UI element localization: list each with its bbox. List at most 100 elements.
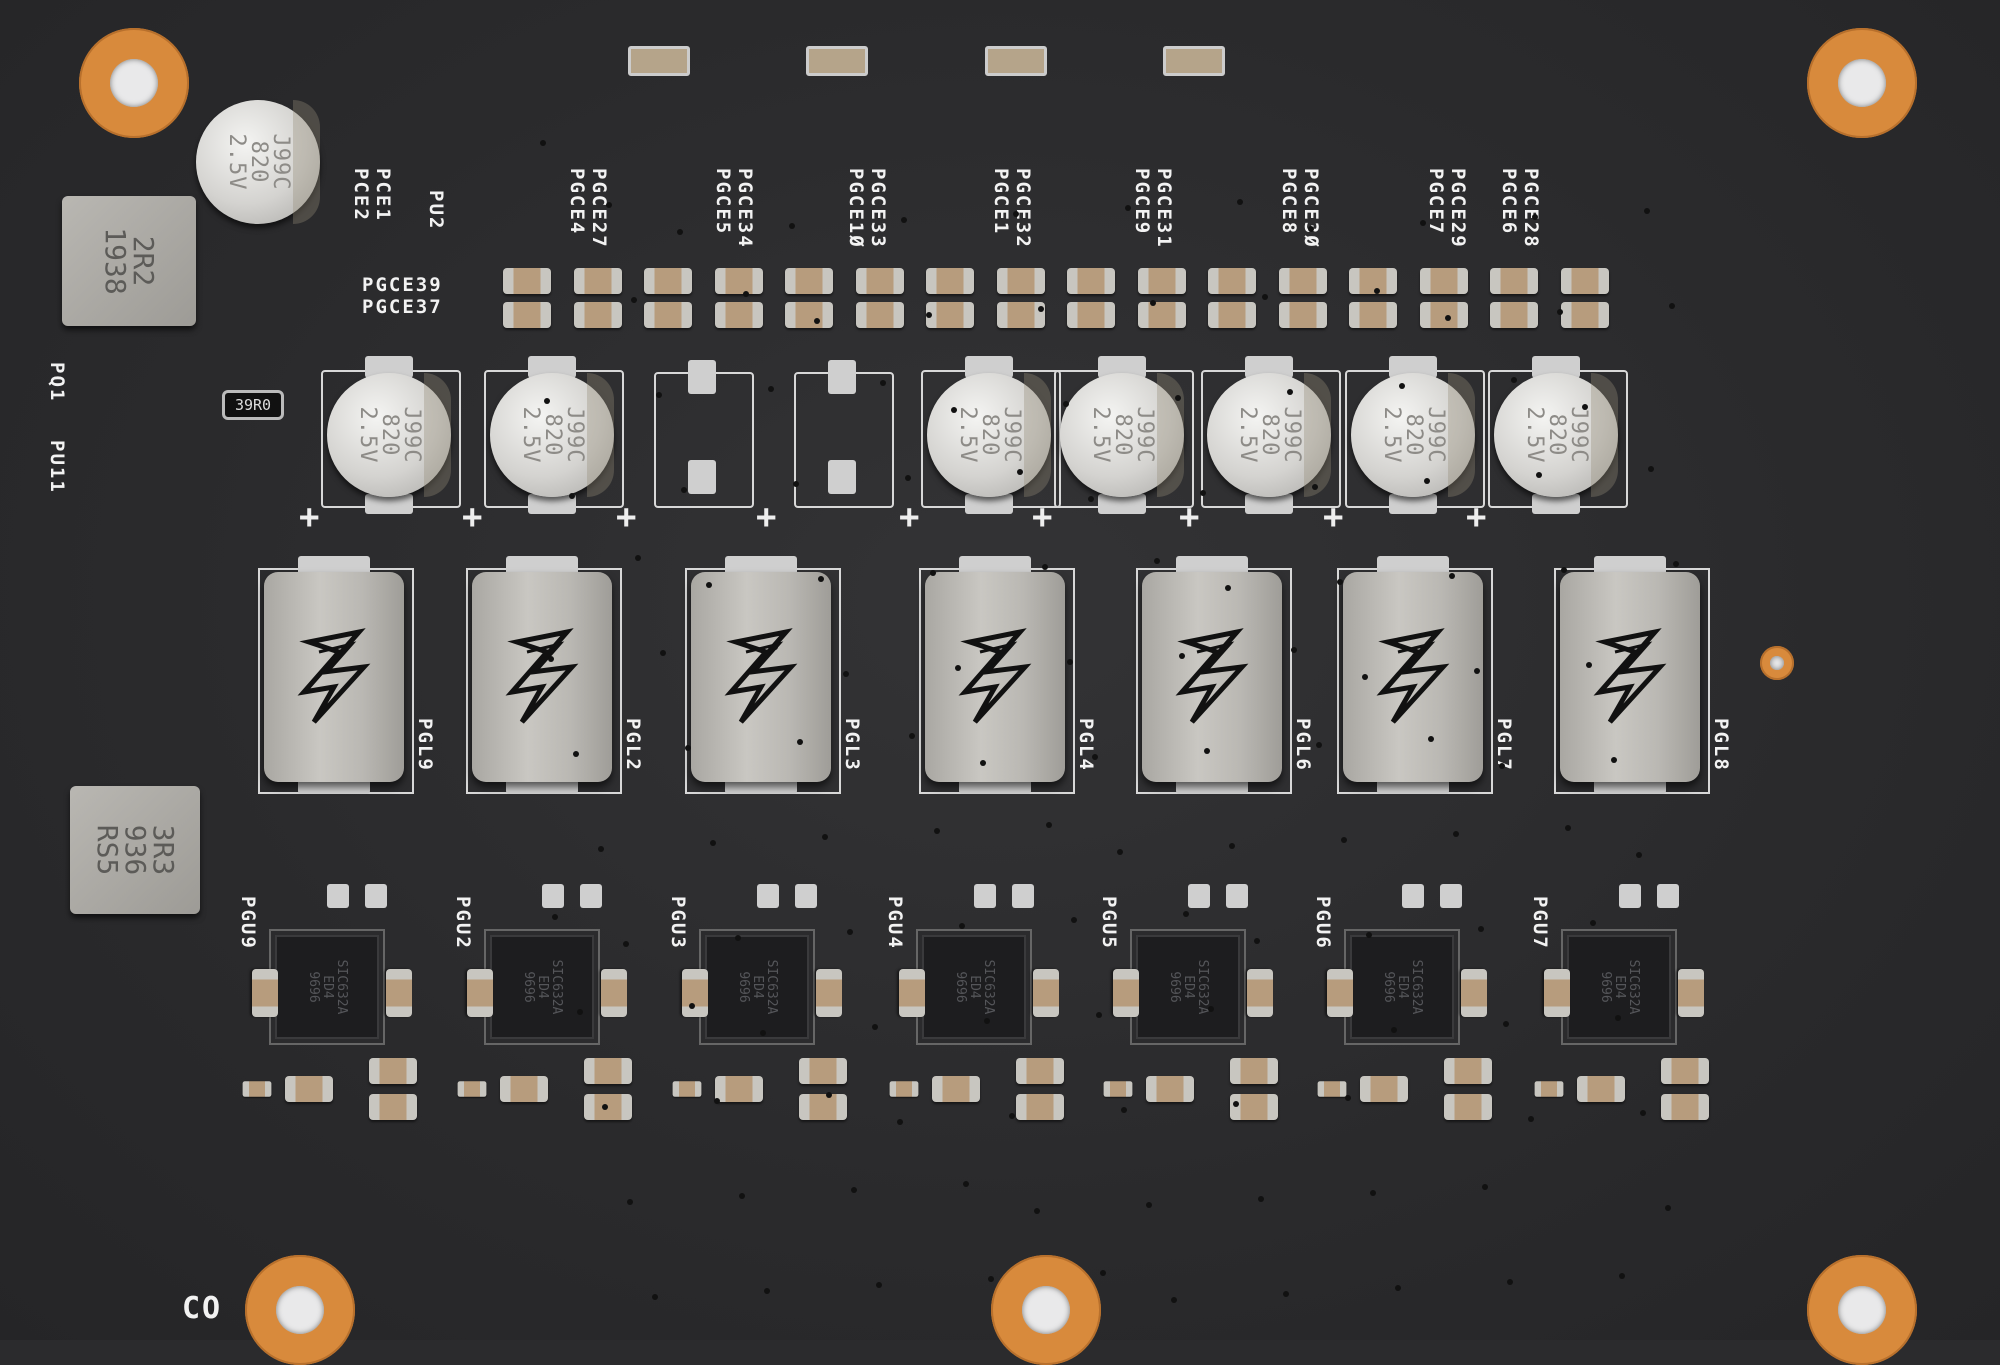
mounting-hole xyxy=(991,1255,1101,1365)
mlcc-capacitor xyxy=(1560,302,1609,328)
silk-label-pgce32: PGCE32 xyxy=(1012,168,1034,249)
inductor-marking: 2R2 1938 xyxy=(99,227,160,295)
via xyxy=(897,1119,903,1125)
mlcc-capacitor xyxy=(573,302,622,328)
mlcc-capacitor xyxy=(1461,969,1487,1017)
via xyxy=(1067,659,1073,665)
via xyxy=(768,386,774,392)
polarity-plus-icon: + xyxy=(616,497,637,537)
via xyxy=(1644,208,1650,214)
mlcc-capacitor xyxy=(584,1094,632,1120)
via xyxy=(1017,469,1023,475)
polymer-capacitor: J99C 820 2.5V xyxy=(1494,373,1618,497)
mlcc-capacitor xyxy=(1490,268,1538,294)
via xyxy=(772,644,778,650)
silk-label-pgce4: PGCE4 xyxy=(566,168,588,236)
solder-pad xyxy=(528,356,576,378)
capacitor-marking: J99C 820 2.5V xyxy=(355,406,424,464)
mlcc-capacitor xyxy=(1349,302,1397,328)
via xyxy=(1125,205,1131,211)
via xyxy=(1100,1270,1106,1276)
via xyxy=(1171,1297,1177,1303)
silk-label-pgce1: PGCE1 xyxy=(990,168,1012,236)
via xyxy=(930,570,936,576)
mlcc-capacitor xyxy=(714,268,763,294)
silk-label-pgce5: PGCE5 xyxy=(712,168,734,236)
mlcc-capacitor xyxy=(1678,969,1704,1017)
power-choke xyxy=(925,572,1065,782)
mlcc-capacitor xyxy=(1103,1081,1133,1097)
mlcc-capacitor xyxy=(1327,969,1353,1017)
via xyxy=(1046,822,1052,828)
via xyxy=(1665,1205,1671,1211)
via xyxy=(760,1030,766,1036)
mlcc-capacitor xyxy=(926,302,974,328)
solder-pad xyxy=(1188,884,1210,908)
via xyxy=(1146,1202,1152,1208)
via xyxy=(1316,742,1322,748)
via xyxy=(1013,211,1019,217)
solder-pad xyxy=(1098,494,1146,514)
mlcc-capacitor xyxy=(1230,1058,1278,1084)
silk-label-pgce3ø: PGCE3Ø xyxy=(1300,168,1322,249)
via xyxy=(934,828,940,834)
via xyxy=(1532,214,1538,220)
mounting-hole xyxy=(245,1255,355,1365)
via xyxy=(1586,662,1592,668)
solder-pad xyxy=(688,360,716,394)
mlcc-capacitor xyxy=(899,969,925,1017)
silk-label-pgce33: PGCE33 xyxy=(867,168,889,249)
silk-label-pgce28: PGCE28 xyxy=(1520,168,1542,249)
mounting-hole xyxy=(79,28,189,138)
mlcc-capacitor xyxy=(715,1076,763,1102)
via xyxy=(660,650,666,656)
via xyxy=(1395,1285,1401,1291)
mlcc-capacitor xyxy=(369,1094,417,1120)
smd-pad xyxy=(985,46,1047,76)
mlcc-capacitor xyxy=(369,1058,417,1084)
via xyxy=(1308,226,1314,232)
via xyxy=(826,1092,832,1098)
polymer-capacitor: J99C 820 2.5V xyxy=(327,373,451,497)
via xyxy=(1482,1184,1488,1190)
via xyxy=(1362,674,1368,680)
via xyxy=(1009,1113,1015,1119)
silk-label-pgu6: PGU6 xyxy=(1312,896,1334,950)
mlcc-capacitor xyxy=(1349,268,1397,294)
gaming-logo-icon xyxy=(505,628,579,724)
solder-pad xyxy=(1389,494,1437,514)
mlcc-capacitor xyxy=(285,1076,333,1102)
silk-label-pgu3: PGU3 xyxy=(667,896,689,950)
capacitor-marking: J99C 820 2.5V xyxy=(955,406,1024,464)
mlcc-capacitor xyxy=(682,969,708,1017)
via xyxy=(1200,490,1206,496)
mlcc-capacitor xyxy=(855,268,904,294)
via xyxy=(1233,1101,1239,1107)
via xyxy=(851,1187,857,1193)
mlcc-capacitor xyxy=(1444,1058,1492,1084)
via xyxy=(880,380,886,386)
power-choke xyxy=(691,572,831,782)
via xyxy=(1428,736,1434,742)
solder-pad xyxy=(1402,884,1424,908)
power-stage-ic: SIC632A ED4 9696 xyxy=(922,935,1026,1039)
mlcc-capacitor xyxy=(932,1076,980,1102)
via xyxy=(1399,383,1405,389)
ic-marking: SIC632A ED4 9696 xyxy=(521,959,564,1015)
smd-pad xyxy=(1163,46,1225,76)
silk-pgce39: PGCE39 xyxy=(362,274,443,296)
via xyxy=(818,576,824,582)
via xyxy=(656,392,662,398)
via xyxy=(548,656,554,662)
via xyxy=(677,229,683,235)
via xyxy=(955,665,961,671)
mlcc-capacitor xyxy=(1146,1076,1194,1102)
mlcc-capacitor xyxy=(1113,969,1139,1017)
inductor-3r3: 3R3 936 RS5 xyxy=(70,786,200,914)
via xyxy=(710,840,716,846)
via xyxy=(1366,932,1372,938)
mounting-hole xyxy=(1807,1255,1917,1365)
via xyxy=(1503,1021,1509,1027)
solder-pad xyxy=(1098,356,1146,378)
via xyxy=(1445,315,1451,321)
